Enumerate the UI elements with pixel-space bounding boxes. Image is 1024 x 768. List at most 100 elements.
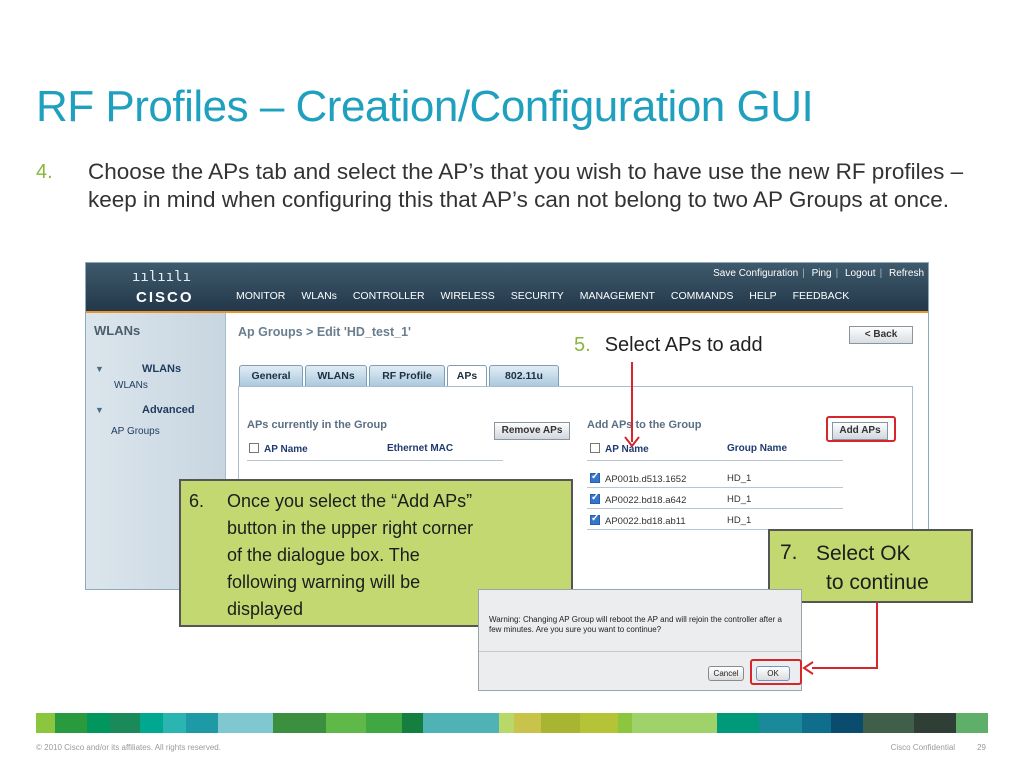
step-6-line: Once you select the “Add APs” xyxy=(227,491,473,511)
nav-divider xyxy=(86,311,928,313)
step-7-line: to continue xyxy=(826,571,929,594)
ap-name: AP001b.d513.1652 xyxy=(605,474,687,485)
tab-aps[interactable]: APs xyxy=(447,365,487,387)
sidebar-title: WLANs xyxy=(94,323,141,338)
add-aps-button[interactable]: Add APs xyxy=(832,422,888,440)
color-segment xyxy=(139,713,163,733)
main-nav: MONITOR WLANs CONTROLLER WIRELESS SECURI… xyxy=(236,290,862,302)
warning-dialog: Warning: Changing AP Group will reboot t… xyxy=(478,589,802,691)
wlc-top-bar: ıılıılı CISCO Save Configuration| Ping| … xyxy=(86,263,928,311)
step-4-text: Choose the APs tab and select the AP’s t… xyxy=(88,159,964,212)
table-row[interactable]: AP0022.bd18.a642 xyxy=(590,492,687,506)
col-ap-name: AP Name xyxy=(605,444,649,455)
color-segment xyxy=(579,713,618,733)
nav-help[interactable]: HELP xyxy=(749,290,777,302)
color-segment xyxy=(423,713,500,733)
col-group-name: Group Name xyxy=(727,443,788,454)
tab-802-11u[interactable]: 802.11u xyxy=(489,365,559,387)
save-configuration-link[interactable]: Save Configuration xyxy=(713,268,799,279)
ok-button[interactable]: OK xyxy=(756,666,790,681)
footer-right: Cisco Confidential 29 xyxy=(869,743,986,752)
step-4-number: 4. xyxy=(36,161,53,183)
step-6-line: displayed xyxy=(227,599,304,619)
color-segment xyxy=(956,713,988,733)
color-segment xyxy=(186,713,218,733)
color-segment xyxy=(162,713,187,733)
refresh-link[interactable]: Refresh xyxy=(888,268,924,279)
nav-security[interactable]: SECURITY xyxy=(510,290,564,302)
ap-checkbox[interactable] xyxy=(590,492,600,504)
cisco-logo-icon: ıılıılı xyxy=(132,269,192,285)
step-6-line: button in the upper right corner xyxy=(227,518,474,538)
step-7-line: Select OK xyxy=(816,542,911,565)
step-7-arrow-line xyxy=(876,603,878,669)
current-aps-header: AP Name xyxy=(249,443,308,455)
nav-wireless[interactable]: WIRELESS xyxy=(440,290,495,302)
ap-name: AP0022.bd18.ab11 xyxy=(605,516,686,527)
color-segment xyxy=(831,713,863,733)
confidential-label: Cisco Confidential xyxy=(890,743,956,752)
ping-link[interactable]: Ping xyxy=(811,268,832,279)
sidebar-item-wlans[interactable]: WLANs xyxy=(114,380,148,391)
divider xyxy=(587,487,843,488)
step-7-number: 7. xyxy=(780,541,798,564)
nav-management[interactable]: MANAGEMENT xyxy=(579,290,655,302)
utility-links: Save Configuration| Ping| Logout| Refres… xyxy=(713,268,924,279)
nav-commands[interactable]: COMMANDS xyxy=(670,290,734,302)
step-6-line: of the dialogue box. The xyxy=(227,545,420,565)
color-segment xyxy=(617,713,633,733)
copyright-text: © 2010 Cisco and/or its affiliates. All … xyxy=(36,743,221,752)
sidebar-heading-wlans[interactable]: WLANs xyxy=(142,363,182,375)
nav-feedback[interactable]: FEEDBACK xyxy=(792,290,850,302)
step-7-callout: 7. Select OK to continue xyxy=(768,529,973,603)
group-name: HD_1 xyxy=(727,473,752,484)
ap-name: AP0022.bd18.a642 xyxy=(605,495,687,506)
logout-link[interactable]: Logout xyxy=(845,268,876,279)
expand-triangle-icon[interactable]: ▼ xyxy=(95,364,104,374)
divider xyxy=(587,460,843,461)
color-segment xyxy=(325,713,366,733)
sidebar-heading-advanced[interactable]: Advanced xyxy=(142,404,195,416)
sidebar-item-ap-groups[interactable]: AP Groups xyxy=(111,426,160,437)
cisco-logo-text: CISCO xyxy=(136,289,194,306)
nav-controller[interactable]: CONTROLLER xyxy=(352,290,425,302)
color-segment xyxy=(541,713,580,733)
nav-wlans[interactable]: WLANs xyxy=(301,290,337,302)
divider xyxy=(587,529,843,530)
color-segment xyxy=(913,713,957,733)
color-segment xyxy=(717,713,760,733)
ok-highlight xyxy=(750,659,802,685)
step-7-arrow-line xyxy=(812,667,878,669)
step-5-label: 5.Select APs to add xyxy=(574,334,763,357)
cancel-button[interactable]: Cancel xyxy=(708,666,744,681)
table-row[interactable]: AP001b.d513.1652 xyxy=(590,471,687,485)
slide-title: RF Profiles – Creation/Configuration GUI xyxy=(36,82,814,131)
select-all-checkbox[interactable] xyxy=(590,443,600,453)
breadcrumb: Ap Groups > Edit 'HD_test_1' xyxy=(238,325,411,339)
page-number: 29 xyxy=(977,743,986,752)
tab-general[interactable]: General xyxy=(239,365,303,387)
color-segment xyxy=(217,713,273,733)
step-7-text: Select OK to continue xyxy=(816,539,929,597)
tab-rf-profile[interactable]: RF Profile xyxy=(369,365,445,387)
tab-wlans[interactable]: WLANs xyxy=(305,365,367,387)
current-aps-title: APs currently in the Group xyxy=(247,419,387,431)
ap-checkbox[interactable] xyxy=(590,471,600,483)
expand-triangle-icon[interactable]: ▼ xyxy=(95,405,104,415)
ap-checkbox[interactable] xyxy=(590,513,600,525)
select-all-checkbox[interactable] xyxy=(249,443,259,453)
back-button[interactable]: < Back xyxy=(849,326,913,344)
step-6-text: Once you select the “Add APs” button in … xyxy=(227,488,473,623)
table-row[interactable]: AP0022.bd18.ab11 xyxy=(590,513,686,527)
col-ethernet-mac: Ethernet MAC xyxy=(387,443,454,454)
color-segment xyxy=(499,713,514,733)
col-ap-name: AP Name xyxy=(264,444,308,455)
divider xyxy=(587,508,843,509)
nav-monitor[interactable]: MONITOR xyxy=(236,290,286,302)
color-segment xyxy=(632,713,718,733)
color-segment xyxy=(36,713,56,733)
remove-aps-button[interactable]: Remove APs xyxy=(494,422,570,440)
color-segment xyxy=(55,713,87,733)
color-segment xyxy=(365,713,402,733)
color-segment xyxy=(759,713,802,733)
